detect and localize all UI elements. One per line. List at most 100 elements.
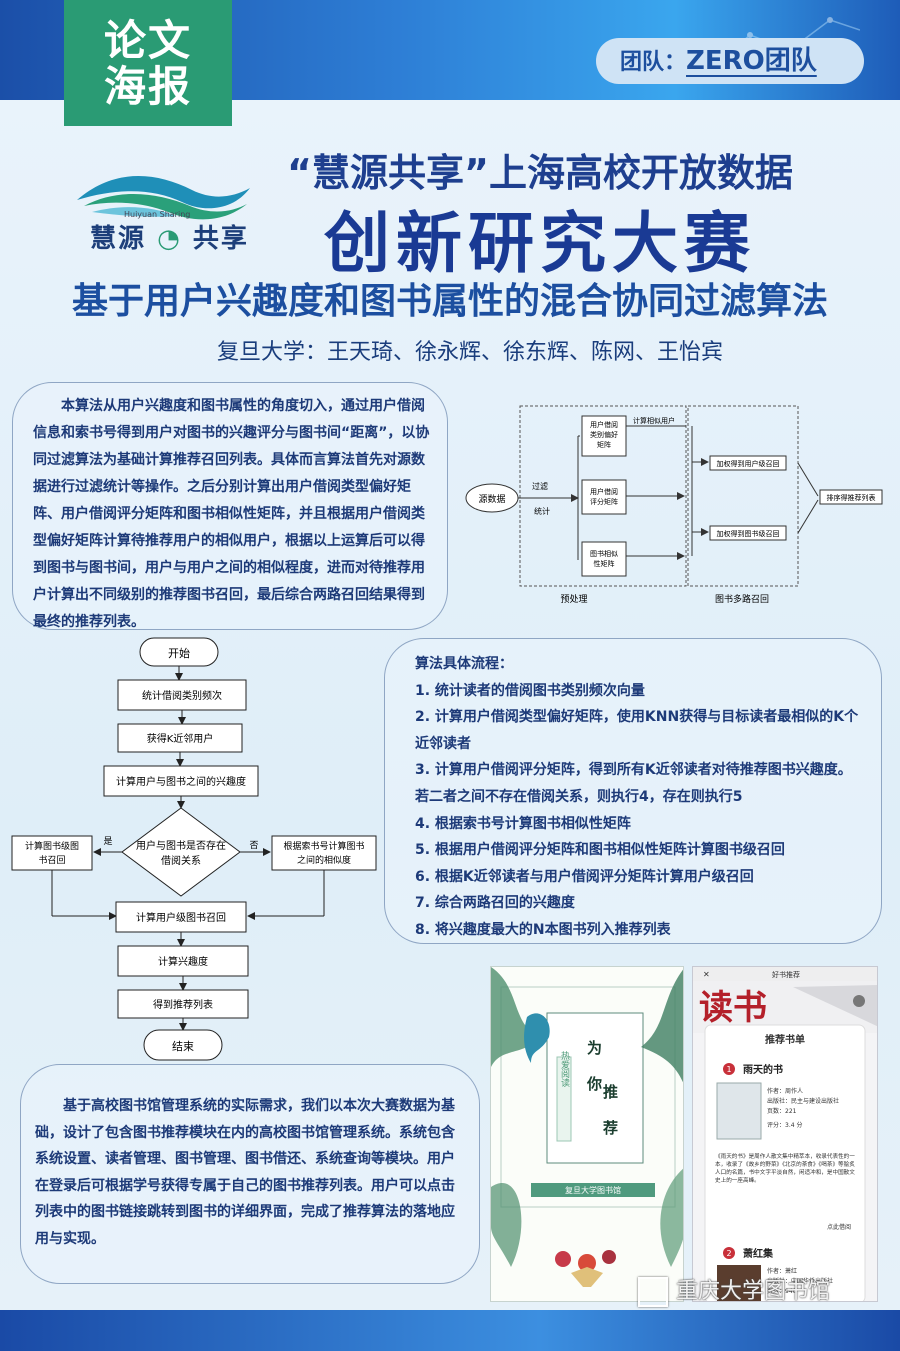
ribbon-icon — [571, 1267, 603, 1287]
book2-publisher: 出版社：中国华侨出版社 — [767, 1277, 833, 1285]
step-item: 4. 根据索书号计算图书相似性矩阵 — [415, 815, 631, 832]
booklist-screenshot: ✕ 好书推荐 读书 推荐书单 1 雨天的书 作者：周作人 出版社：民主与建设出版… — [692, 966, 878, 1302]
abstract-text: 本算法从用户兴趣度和图书属性的角度切入，通过用户借阅信息和索书号得到用户对图书的… — [33, 398, 430, 630]
logo-english: Huiyuan Sharing — [124, 210, 191, 219]
matrix-pref-box — [581, 415, 627, 457]
book1-author: 作者：周作人 — [767, 1087, 803, 1095]
flow-step5-text: 计算兴趣度 — [158, 955, 208, 968]
abstract-panel: 本算法从用户兴趣度和图书属性的角度切入，通过用户借阅信息和索书号得到用户对图书的… — [12, 382, 448, 630]
flow-step3 — [103, 765, 259, 797]
flow-step1 — [117, 679, 247, 711]
cover-tag: 热爱阅读 — [559, 1050, 570, 1088]
user-recall-box — [709, 455, 787, 471]
booklist-close-icon[interactable]: ✕ — [703, 970, 710, 979]
m1-l2: 类别偏好 — [590, 430, 618, 439]
sort-box — [819, 489, 883, 505]
book-recall-box — [709, 525, 787, 541]
algorithm-flowchart: 开始 统计借阅类别频次 获得K近邻用户 计算用户与图书之间的兴趣度 用户与图书是… — [11, 637, 377, 1061]
booklist-topbar: 好书推荐 — [772, 970, 800, 979]
flow-step4-text: 计算用户级图书召回 — [136, 911, 226, 924]
flow-end-text: 结束 — [172, 1040, 194, 1053]
flow-left-l1: 计算图书级图 — [25, 840, 79, 852]
step-item: 8. 将兴趣度最大的N本图书列入推荐列表 — [415, 921, 671, 938]
m2-l1: 用户借阅 — [590, 487, 618, 496]
step-item: 7. 综合两路召回的兴趣度 — [415, 895, 575, 912]
system-panel: 基于高校图书馆管理系统的实际需求，我们以本次大赛数据为基础，设计了包含图书推荐模… — [20, 1064, 480, 1284]
diagram-stat: 统计 — [534, 506, 550, 516]
book1-publisher: 出版社：民主与建设出版社 — [767, 1097, 839, 1105]
flow-step3-text: 计算用户与图书之间的兴趣度 — [116, 775, 246, 788]
cover-banner: 复旦大学图书馆 — [565, 1185, 621, 1195]
cover-char4: 荐 — [602, 1119, 618, 1137]
flow-step1-text: 统计借阅类别频次 — [142, 689, 222, 702]
flow-no: 否 — [249, 840, 258, 851]
book2-num: 2 — [726, 1249, 731, 1258]
step-item: 6. 根据K近邻读者与用户借阅评分矩阵计算用户级召回 — [415, 868, 754, 885]
library-watermark: 重庆大学图书馆 — [638, 1272, 888, 1312]
book1-desc: 《雨天的书》是周作人散文集中精萃本，收录代表性的一本，收录了《故乡的野菜》《北京… — [715, 1154, 855, 1184]
system-text: 基于高校图书馆管理系统的实际需求，我们以本次大赛数据为基础，设计了包含图书推荐模… — [35, 1098, 455, 1247]
m3-l1: 图书相似 — [590, 549, 618, 558]
settings-icon[interactable] — [853, 995, 865, 1007]
cover-char1: 为 — [587, 1039, 602, 1057]
footer-band — [0, 1310, 900, 1351]
book2-author: 作者：萧红 — [767, 1267, 797, 1275]
diagram-pre: 预处理 — [560, 593, 587, 605]
step-item: 1. 统计读者的借阅图书类别频次向量 — [415, 682, 645, 699]
flow-right — [271, 835, 377, 871]
badge-line1: 论文 — [103, 16, 192, 65]
diagram-multi: 图书多路召回 — [715, 593, 769, 605]
book2-title: 萧红集 — [743, 1247, 774, 1260]
flow-right-l2: 之间的相似度 — [297, 854, 351, 866]
booklist-art: ✕ 好书推荐 读书 推荐书单 1 雨天的书 作者：周作人 出版社：民主与建设出版… — [693, 967, 877, 1301]
authors: 复旦大学：王天琦、徐永辉、徐东辉、陈网、王怡宾 — [216, 340, 723, 365]
flow-decision-l1: 用户与图书是否存在 — [136, 839, 226, 852]
team-pill: 团队：ZERO团队 — [596, 38, 864, 84]
m2-l2: 评分矩阵 — [590, 497, 618, 506]
m3-l2: 性矩阵 — [594, 559, 615, 568]
step-item: 5. 根据用户借阅评分矩阵和图书相似性矩阵计算图书级召回 — [415, 842, 785, 859]
diagram-source: 源数据 — [478, 493, 505, 505]
recommend-cover-screenshot: 热爱阅读 为 你 推 荐 复旦大学图书馆 — [490, 966, 684, 1302]
m1-l1: 用户借阅 — [590, 420, 618, 429]
logo-name-part1: 慧源 — [90, 224, 147, 254]
book2-pages: 页数：946 — [767, 1287, 797, 1295]
cover-char3: 推 — [603, 1083, 618, 1101]
team-name: ZERO团队 — [686, 46, 817, 76]
flow-step2-text: 获得K近邻用户 — [147, 732, 214, 745]
book1-num: 1 — [726, 1065, 731, 1074]
diagram-sort: 排序得推荐列表 — [827, 493, 876, 502]
flow-decision-l2: 借阅关系 — [161, 854, 201, 867]
flow-decision — [121, 807, 241, 897]
matrix-sim-box — [581, 541, 627, 577]
flow-end — [143, 1029, 223, 1061]
steps-panel: 算法具体流程： 1. 统计读者的借阅图书类别频次向量 2. 计算用户借阅类型偏好… — [384, 638, 882, 944]
flow-left-l2: 书召回 — [38, 855, 65, 866]
huiyuan-logo-icon — [77, 176, 250, 220]
paper-title: 基于用户兴趣度和图书属性的混合协同过滤算法 — [71, 281, 828, 322]
flow-yes: 是 — [103, 836, 112, 847]
flow-right-l1: 根据索书号计算图书 — [283, 840, 364, 852]
logo-name-part2: 共享 — [192, 224, 249, 254]
flow-step6-text: 得到推荐列表 — [153, 998, 213, 1011]
cover-char2: 你 — [586, 1075, 602, 1093]
team-label: 团队： — [620, 50, 687, 75]
contest-title-main: 创新研究大赛 — [324, 205, 756, 282]
logo-dot-icon: ◔ — [157, 224, 182, 254]
matrix-score-box — [581, 479, 627, 515]
book1-pages: 页数：221 — [767, 1107, 797, 1115]
book1-title: 雨天的书 — [743, 1063, 783, 1076]
hummingbird-icon — [524, 1013, 550, 1063]
watermark-text: 重庆大学图书馆 — [676, 1279, 831, 1304]
library-logo-icon — [638, 1277, 668, 1307]
flow-step6 — [117, 989, 249, 1019]
flow-start-text: 开始 — [168, 646, 190, 660]
borrow-link[interactable]: 点此借阅 — [827, 1223, 851, 1231]
steps-heading: 算法具体流程： — [415, 656, 513, 672]
flow-step5 — [117, 945, 249, 977]
diagram-similar: 计算相似用户 — [633, 416, 675, 425]
contest-title: “慧源共享”上海高校开放数据 — [287, 151, 793, 195]
step-item: 2. 计算用户借阅类型偏好矩阵，使用KNN获得与目标读者最相似的K个近邻读者 — [415, 709, 859, 752]
badge-line2: 海报 — [103, 62, 192, 111]
paper-poster-badge: 论文 海报 — [64, 0, 232, 126]
